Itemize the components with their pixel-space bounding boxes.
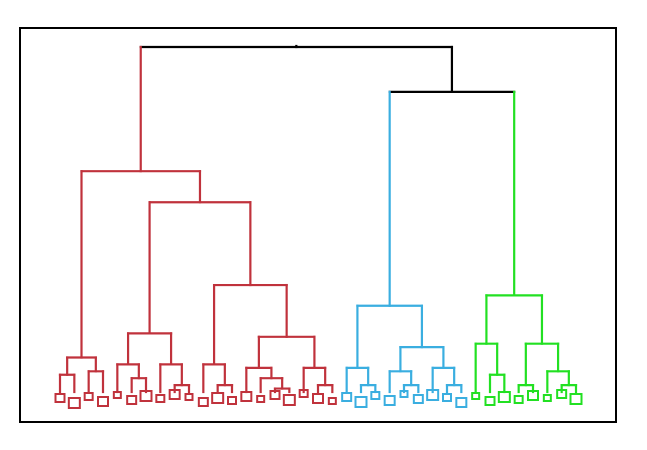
dendrogram-leaf xyxy=(455,397,468,408)
dendrogram-leaf xyxy=(256,395,266,403)
dendrogram-leaf xyxy=(312,393,324,404)
dendrogram-leaf xyxy=(484,396,496,406)
dendrogram-leaf xyxy=(197,397,209,407)
dendrogram-leaf xyxy=(383,395,396,406)
dendrogram-leaf xyxy=(497,391,511,403)
dendrogram-leaf xyxy=(412,394,424,404)
dendrogram-leaf xyxy=(354,396,368,408)
dendrogram-leaf xyxy=(168,389,181,400)
dendrogram-leaf xyxy=(97,396,109,407)
dendrogram-leaf xyxy=(399,390,409,398)
dendrogram-leaf xyxy=(513,395,524,404)
dendrogram-leaf xyxy=(240,391,253,402)
dendrogram-leaf xyxy=(542,394,552,402)
dendrogram-leaf xyxy=(83,392,94,401)
dendrogram-leaf xyxy=(556,389,568,399)
dendrogram-leaf xyxy=(569,393,583,405)
dendrogram-leaf xyxy=(426,389,440,401)
dendrogram-leaf xyxy=(184,393,194,401)
dendrogram-leaf xyxy=(211,392,225,404)
dendrogram-leaf xyxy=(155,394,166,403)
dendrogram-leaf xyxy=(327,397,337,405)
dendrogram-leaf xyxy=(442,393,452,402)
dendrogram-links xyxy=(58,44,578,394)
dendrogram-leaf xyxy=(54,393,66,403)
dendrogram-leaf xyxy=(282,394,296,406)
dendrogram-leaf xyxy=(269,390,281,400)
dendrogram-leaf xyxy=(139,390,153,402)
dendrogram-leaves xyxy=(54,389,583,409)
dendrogram-leaf xyxy=(471,392,481,400)
plot-frame xyxy=(19,27,617,423)
dendrogram-leaf xyxy=(370,391,381,400)
dendrogram-leaf xyxy=(341,392,353,402)
dendrogram-leaf xyxy=(227,396,237,405)
dendrogram-leaf xyxy=(126,395,138,405)
dendrogram-leaf xyxy=(527,390,539,401)
dendrogram-leaf xyxy=(112,391,122,399)
dendrogram-leaf xyxy=(298,389,309,398)
dendrogram-leaf xyxy=(67,397,81,409)
